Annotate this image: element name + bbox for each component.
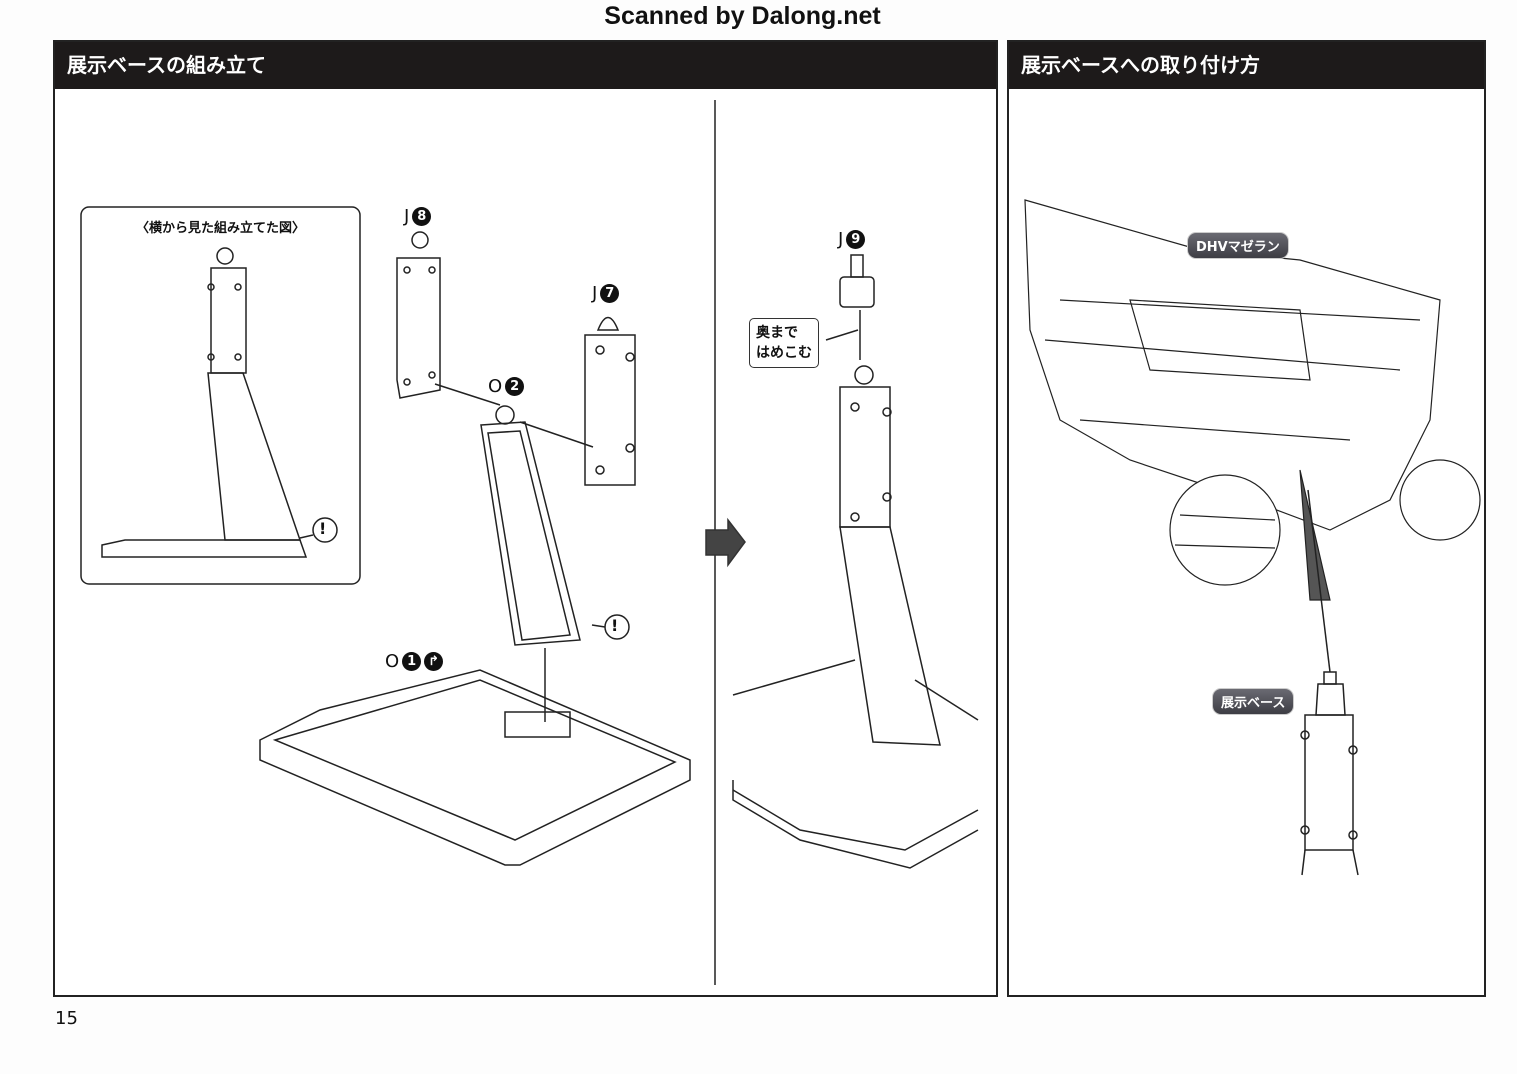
ship-label: DHVマゼラン: [1187, 232, 1289, 259]
insert-fully-callout: 奥まで はめこむ: [749, 318, 819, 368]
arrow-j8: [434, 383, 501, 406]
part-o2-stand: [480, 405, 581, 646]
warning-symbol: !: [611, 616, 619, 635]
scan-credit: Scanned by Dalong.net: [604, 2, 881, 30]
warning-icon: [299, 517, 338, 543]
page-number: 15: [55, 1008, 78, 1029]
mounting-stand: [1300, 671, 1359, 876]
cut-gate-icon: ↱: [424, 652, 444, 671]
ship-illustration: [1024, 199, 1481, 601]
side-view-inset: [80, 206, 361, 585]
part-o1-base: [259, 669, 691, 866]
base-label: 展示ベース: [1212, 688, 1295, 715]
next-step-arrow-icon: [705, 517, 746, 568]
warning-symbol: !: [319, 519, 327, 538]
warning-icon: [591, 614, 630, 640]
assembled-stand: [732, 365, 979, 869]
mounting-panel-title: 展示ベースへの取り付け方: [1009, 42, 1484, 89]
part-j7: [584, 316, 636, 486]
part-j8: [396, 231, 441, 399]
callout-pointer: [825, 329, 859, 341]
arrow-base-to-ship: [1307, 489, 1331, 673]
part-j9: [839, 254, 875, 308]
arrow-j7: [519, 421, 594, 448]
inset-caption: 〈横から見た組み立てた図〉: [135, 221, 305, 236]
side-view-stand: [101, 247, 308, 558]
assembly-panel-title: 展示ベースの組み立て: [55, 42, 996, 89]
